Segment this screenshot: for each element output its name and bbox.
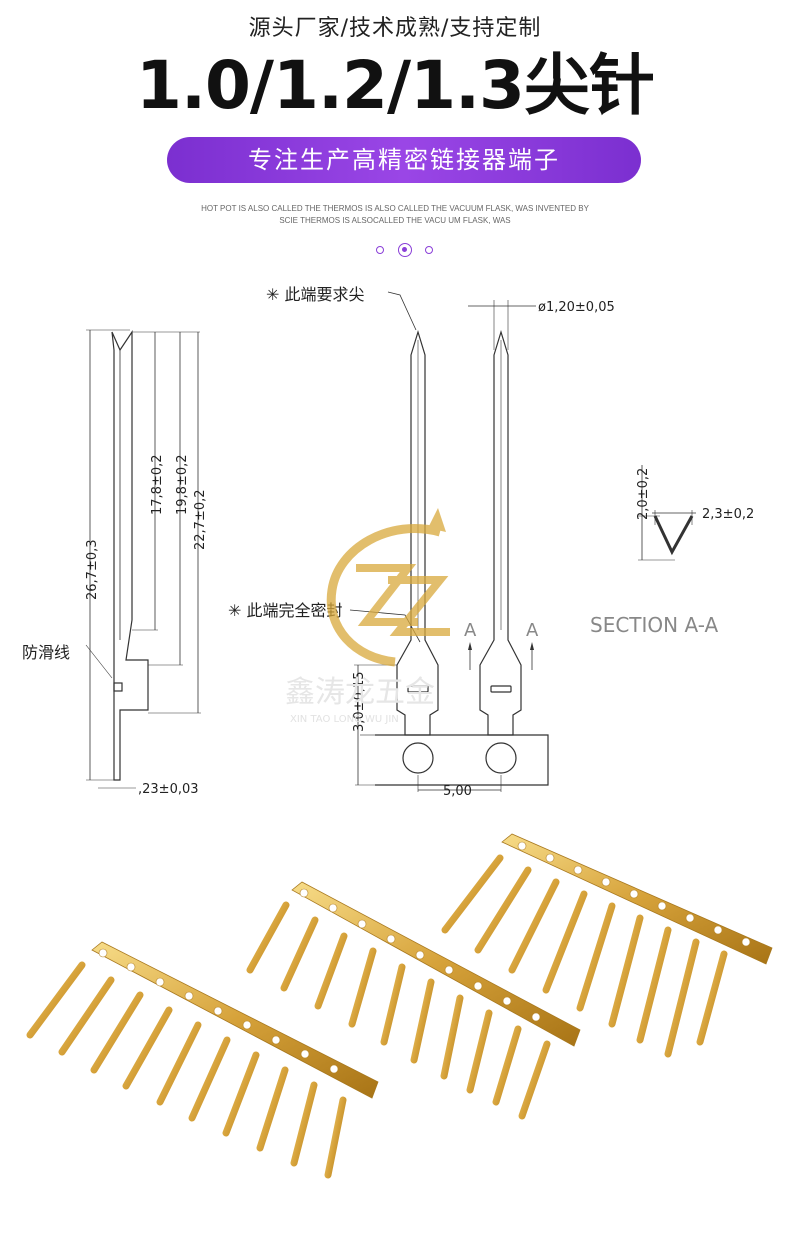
- page-title: 1.0/1.2/1.3尖针: [136, 47, 655, 124]
- carousel-dots: [376, 243, 436, 259]
- pin-strip-3: [441, 833, 773, 1058]
- dim-pitch: 5,00: [443, 784, 472, 799]
- arrow-a-right: A: [526, 620, 539, 641]
- pin-strip-1: [26, 941, 379, 1179]
- watermark-logo-icon: [326, 508, 450, 667]
- carousel-dot[interactable]: [376, 246, 384, 254]
- product-photo: [26, 833, 773, 1179]
- dim-22: 22,7±0,2: [193, 489, 208, 550]
- dim-3: 3,0±0,15: [352, 671, 367, 732]
- note-closed: ✳ 此端完全密封: [228, 601, 343, 620]
- caption-line-2: SCIE THERMOS IS ALSOCALLED THE VACU UM F…: [279, 216, 511, 225]
- carousel-dot-active[interactable]: [398, 243, 412, 257]
- anti-slip-label: 防滑线: [22, 643, 70, 662]
- carousel-dot[interactable]: [425, 246, 433, 254]
- watermark-name: 鑫涛龙五金: [285, 675, 435, 710]
- arrow-a-left: A: [464, 620, 477, 641]
- section-label: SECTION A-A: [590, 613, 718, 637]
- note-tip: ✳ 此端要求尖: [266, 285, 365, 304]
- dim-17: 17,8±0,2: [150, 454, 165, 515]
- pin-strip-2: [246, 881, 581, 1120]
- dim-total: 26,7±0,3: [85, 539, 100, 600]
- dim-19: 19,8±0,2: [175, 454, 190, 515]
- watermark-pinyin: XIN TAO LONG WU JIN: [290, 714, 399, 725]
- tagline: 源头厂家/技术成熟/支持定制: [248, 16, 542, 41]
- dim-width: 2,3±0,2: [702, 507, 754, 522]
- banner: 专注生产高精密链接器端子: [167, 137, 641, 183]
- dim-diameter: ø1,20±0,05: [538, 300, 615, 315]
- dim-thickness: ,23±0,03: [138, 782, 199, 797]
- caption-line-1: HOT POT IS ALSO CALLED THE THERMOS IS AL…: [201, 204, 589, 213]
- technical-drawing: ✳ 此端要求尖 ø1,20±0,05 ✳ 此端完全密封 防滑线 26,7±0,3…: [22, 285, 754, 799]
- dim-height: 2,0±0,2: [636, 468, 651, 520]
